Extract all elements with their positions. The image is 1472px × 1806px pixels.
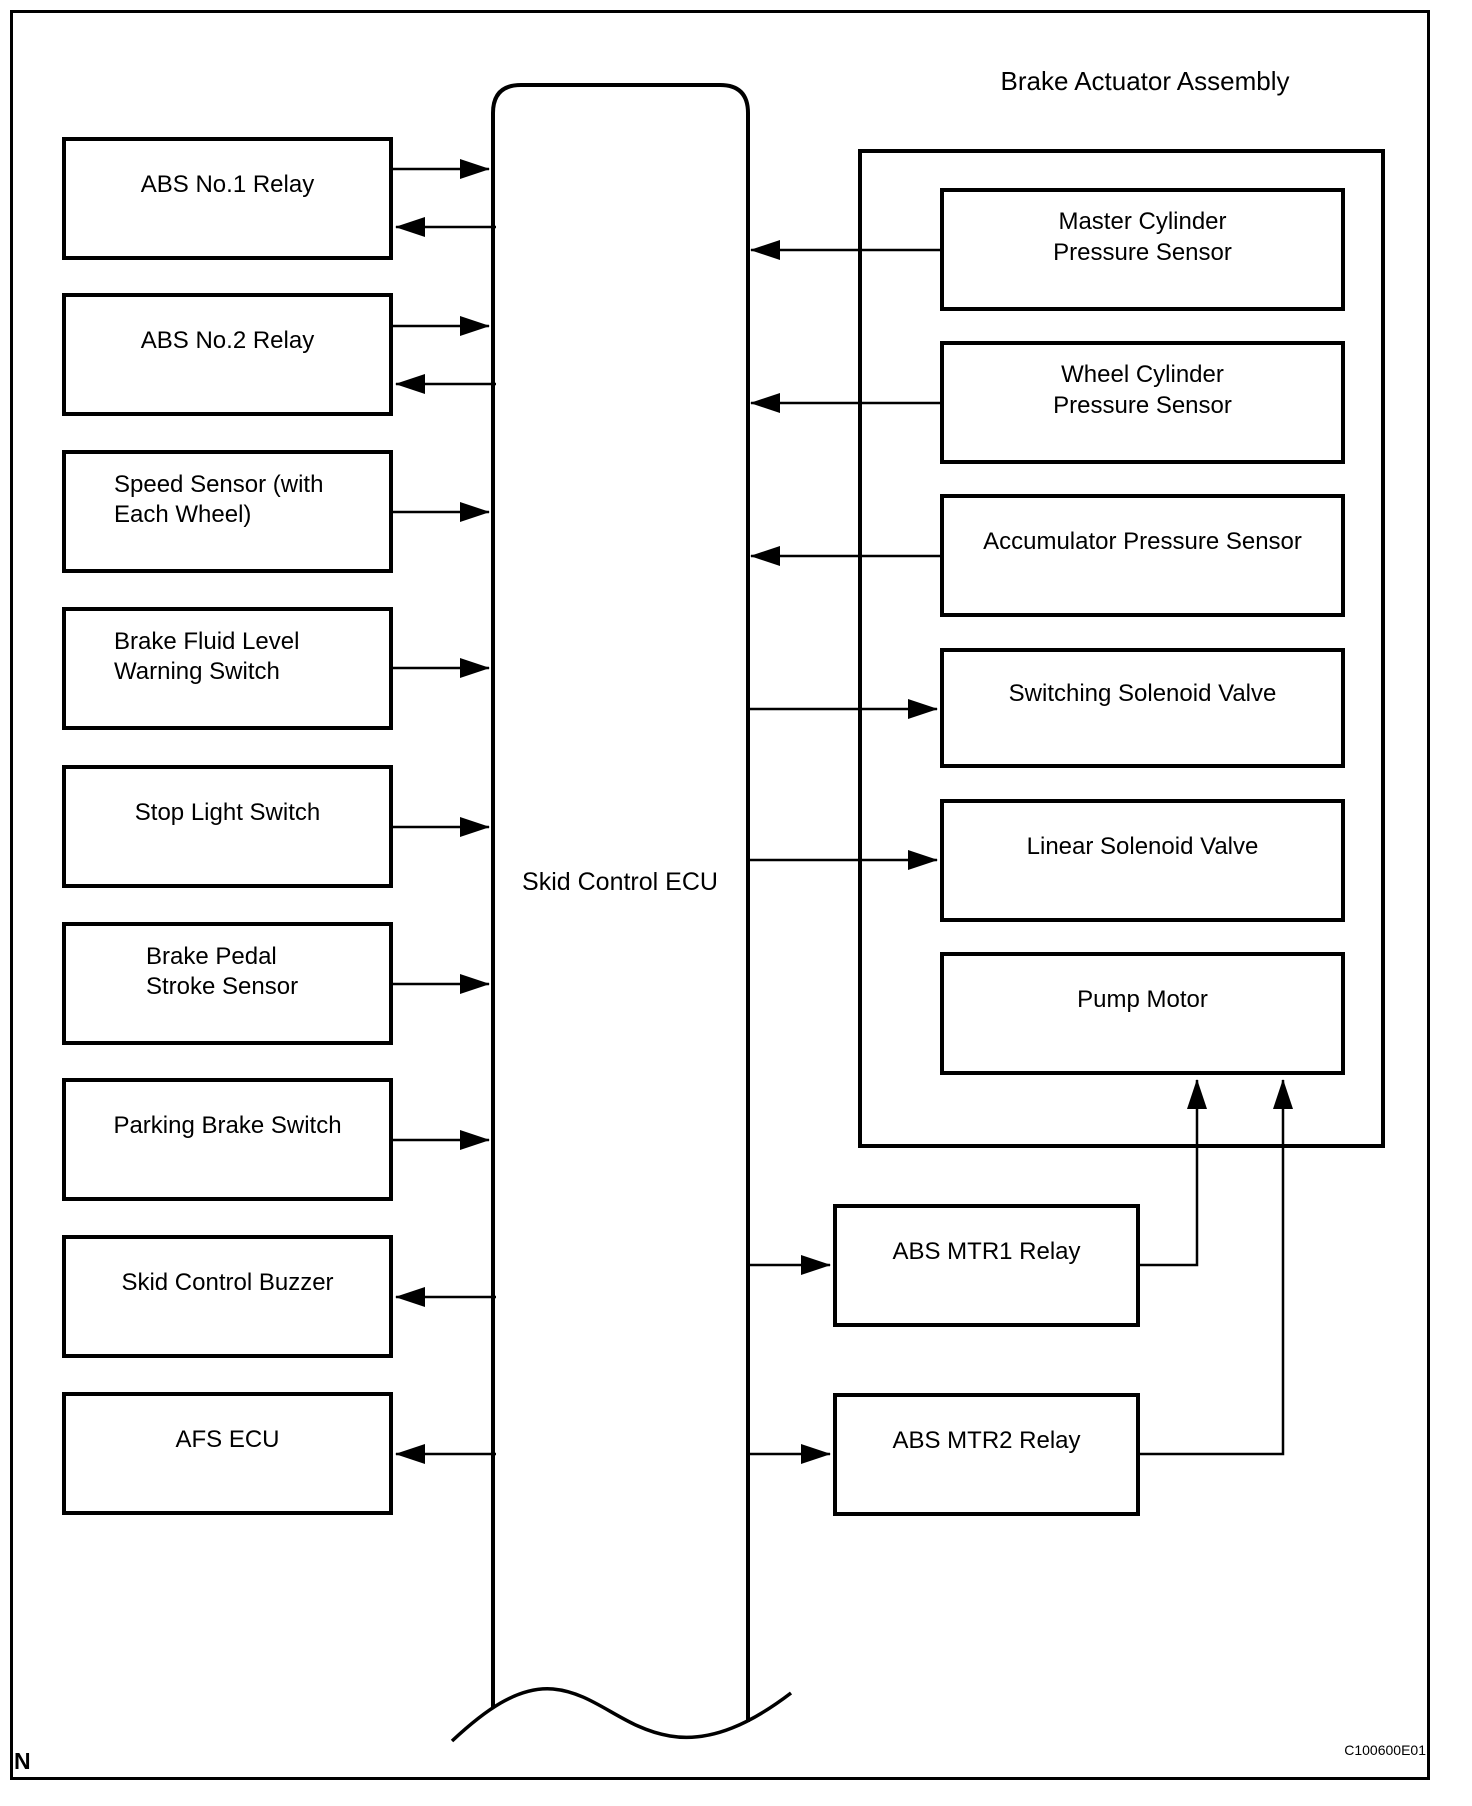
node-label-line1: Speed Sensor (with [114,471,324,498]
node-abs-mtr2-relay: ABS MTR2 Relay [833,1393,1140,1516]
node-brake-fluid-level-warning-switch: Brake Fluid Level Warning Switch [62,607,393,730]
node-label: Switching Solenoid Valve [1008,680,1277,707]
node-switching-solenoid-valve: Switching Solenoid Valve [940,648,1345,768]
node-pump-motor: Pump Motor [940,952,1345,1075]
node-abs-no1-relay: ABS No.1 Relay [62,137,393,260]
node-linear-solenoid-valve: Linear Solenoid Valve [940,799,1345,922]
node-label: Accumulator Pressure Sensor [983,527,1302,555]
page-border [10,10,1430,1780]
node-label: ABS MTR1 Relay [892,1237,1081,1265]
node-label: ABS MTR2 Relay [892,1426,1081,1454]
node-abs-no2-relay: ABS No.2 Relay [62,293,393,416]
node-label-line2: Stroke Sensor [146,973,299,1000]
node-label-line1: Wheel Cylinder [1061,361,1224,388]
node-label: AFS ECU [175,1425,280,1453]
node-label-line2: Pressure Sensor [1053,392,1232,419]
node-label: ABS No.2 Relay [140,326,315,354]
node-label-line1: Brake Fluid Level [114,628,300,655]
node-label: Parking Brake Switch [113,1111,342,1139]
node-wheel-cylinder-pressure-sensor: Wheel Cylinder Pressure Sensor [940,341,1345,464]
node-speed-sensor: Speed Sensor (with Each Wheel) [62,450,393,573]
node-abs-mtr1-relay: ABS MTR1 Relay [833,1204,1140,1327]
node-accumulator-pressure-sensor: Accumulator Pressure Sensor [940,494,1345,617]
node-label: Skid Control Buzzer [121,1268,334,1296]
node-skid-control-buzzer: Skid Control Buzzer [62,1235,393,1358]
node-label-line2: Pressure Sensor [1053,239,1232,266]
node-label-line2: Warning Switch [114,658,280,685]
node-label-line2: Each Wheel) [114,501,252,528]
node-master-cylinder-pressure-sensor: Master Cylinder Pressure Sensor [940,188,1345,311]
figure-code: C100600E01 [1344,1742,1426,1758]
node-brake-pedal-stroke-sensor: Brake Pedal Stroke Sensor [62,922,393,1045]
assembly-title: Brake Actuator Assembly [1000,66,1290,96]
node-label-line1: Brake Pedal [146,943,277,970]
node-skid-control-ecu: Skid Control ECU [522,868,718,896]
node-afs-ecu: AFS ECU [62,1392,393,1515]
node-label-line1: Master Cylinder [1058,208,1227,235]
node-label: Linear Solenoid Valve [1026,832,1259,860]
node-label: Stop Light Switch [134,798,321,826]
corner-mark: N [14,1748,31,1774]
brake-actuator-assembly-group [858,149,1385,1148]
node-label: Pump Motor [1077,985,1208,1013]
node-parking-brake-switch: Parking Brake Switch [62,1078,393,1201]
node-label: ABS No.1 Relay [140,170,315,198]
node-stop-light-switch: Stop Light Switch [62,765,393,888]
